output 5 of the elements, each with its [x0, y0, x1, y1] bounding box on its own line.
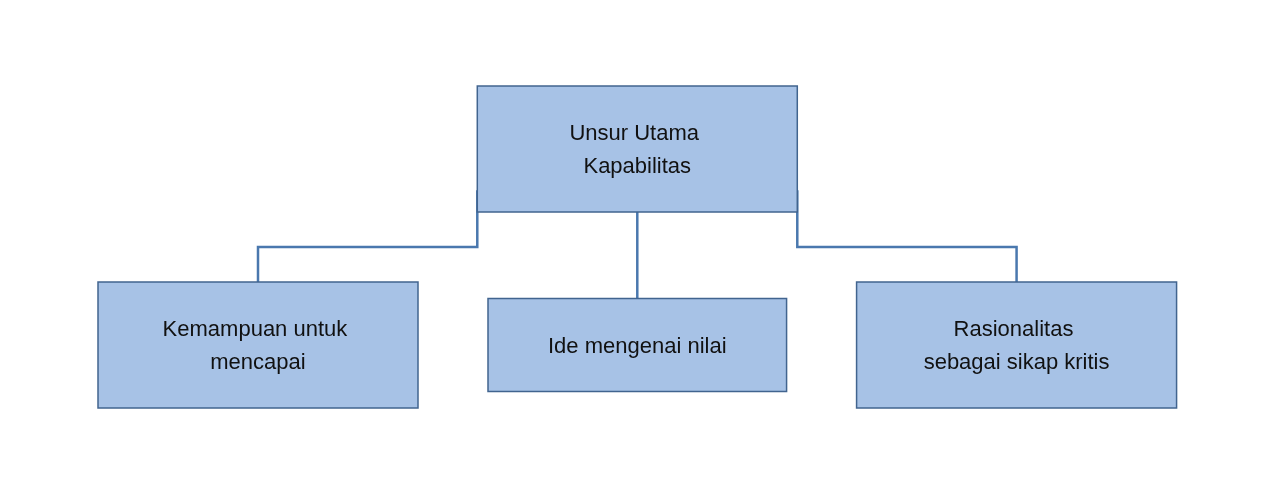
connector — [635, 211, 639, 300]
node-box: Unsur Utama Kapabilitas — [476, 84, 798, 213]
node-box: Rasionalitas sebagai sikap kritis — [855, 280, 1178, 409]
node-box: Ide mengenai nilai — [486, 297, 788, 392]
node-box: Kemampuan untuk mencapai — [96, 280, 419, 409]
